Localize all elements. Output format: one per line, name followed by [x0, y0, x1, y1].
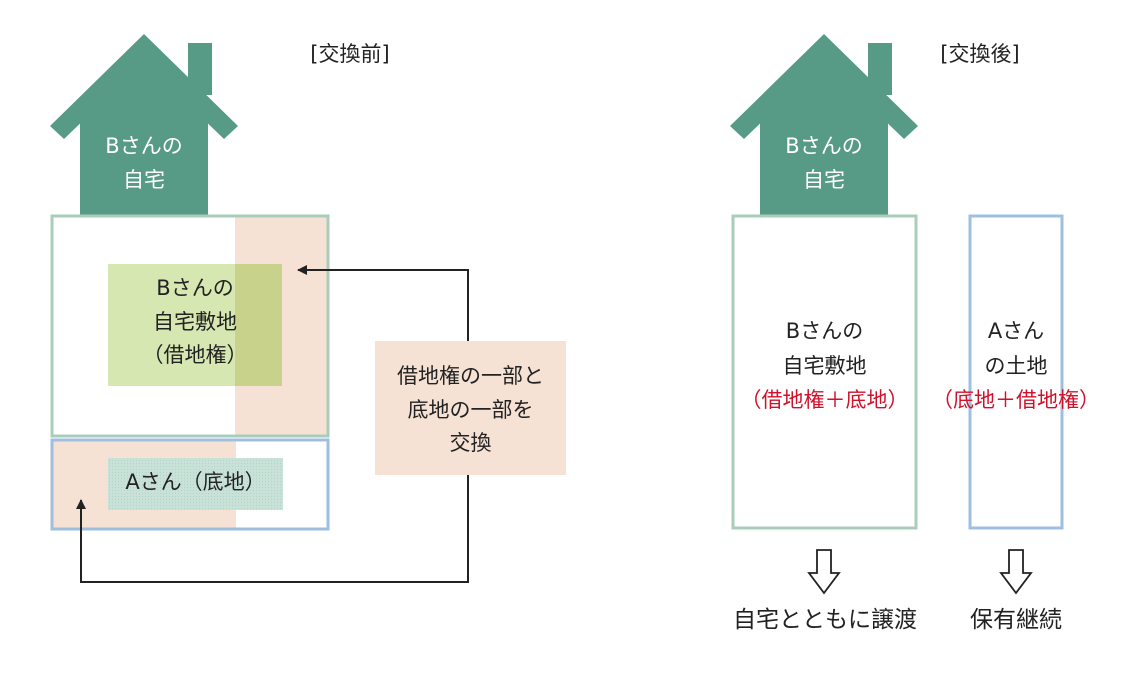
exchange-box — [375, 341, 566, 475]
house-after-icon — [730, 34, 918, 217]
b-site-line-3: （借地権） — [142, 343, 248, 368]
b-site-line-1: Bさんの — [156, 276, 234, 300]
exchange-line-2: 底地の一部を — [407, 397, 534, 422]
b-site-line-2: 自宅敷地 — [153, 309, 237, 334]
before-title: [交換前] — [310, 42, 390, 66]
b-site-label: Bさんの 自宅敷地 （借地権） — [108, 272, 282, 373]
house-before-line-1: Bさんの — [105, 134, 183, 158]
b-site-fill — [108, 264, 235, 386]
a-parcel-label: Aさん の土地 （底地＋借地権） — [926, 314, 1106, 418]
exchange-box-label: 借地権の一部と 底地の一部を 交換 — [375, 360, 566, 461]
b-outcome-label: 自宅とともに譲渡 — [733, 607, 917, 633]
after-title: [交換後] — [940, 42, 1020, 66]
b-parcel-label: Bさんの 自宅敷地 （借地権＋底地） — [733, 314, 916, 418]
a-outcome-label: 保有継続 — [970, 607, 1062, 633]
a-land-label: Aさん（底地） — [125, 470, 266, 494]
house-after-label: Bさんの 自宅 — [760, 130, 888, 197]
b-parcel-line-3: （借地権＋底地） — [740, 388, 909, 413]
house-after-line-1: Bさんの — [785, 134, 863, 158]
b-land-border — [50, 214, 330, 438]
a-parcel-line-1: Aさん — [987, 319, 1045, 343]
arrow-to-a — [76, 475, 469, 583]
exchange-line-1: 借地権の一部と — [397, 364, 544, 388]
a-land-fill — [108, 458, 283, 510]
down-arrow-b-icon — [807, 549, 841, 595]
house-after-line-2: 自宅 — [803, 167, 845, 192]
arrow-to-b — [297, 265, 469, 341]
a-land-border — [50, 438, 330, 531]
exchange-line-3: 交換 — [449, 431, 492, 456]
a-parcel-line-2: の土地 — [984, 353, 1048, 378]
b-parcel-line-2: 自宅敷地 — [782, 353, 867, 378]
b-parcel-line-1: Bさんの — [785, 319, 864, 343]
b-parcel-border — [731, 214, 918, 530]
a-parcel-border — [968, 214, 1064, 530]
house-before-icon — [50, 34, 238, 217]
house-before-label: Bさんの 自宅 — [80, 130, 208, 197]
down-arrow-a-icon — [999, 549, 1033, 595]
house-before-line-2: 自宅 — [123, 167, 165, 192]
a-parcel-line-3: （底地＋借地権） — [932, 388, 1100, 413]
b-site-overlap — [235, 264, 282, 386]
